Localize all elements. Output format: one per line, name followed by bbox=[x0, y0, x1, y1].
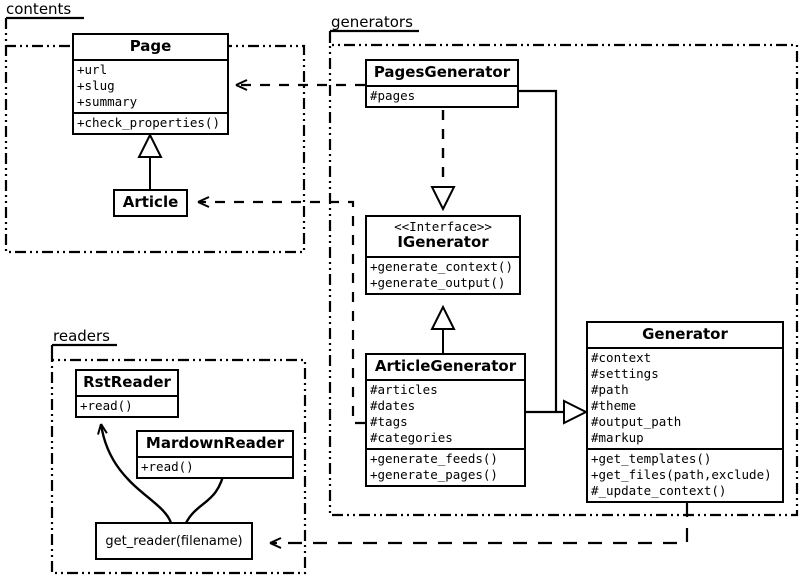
class-methods-igenerator: +generate_context() +generate_output() bbox=[367, 258, 519, 293]
package-border-readers bbox=[50, 343, 307, 575]
class-methods-page: +check_properties() bbox=[74, 114, 227, 133]
class-separator bbox=[367, 255, 519, 258]
attribute-row: +url bbox=[77, 62, 108, 78]
attribute-row: #articles bbox=[370, 382, 438, 398]
package-label-generators: generators bbox=[331, 13, 413, 31]
class-name-pagesgenerator: PagesGenerator bbox=[373, 63, 511, 81]
method-row: +read() bbox=[80, 398, 133, 414]
class-name-article: Article bbox=[122, 193, 179, 211]
class-box-mardownreader[interactable]: MardownReader +read() bbox=[136, 430, 294, 480]
relation-articlegenerator-depends-article bbox=[197, 196, 365, 425]
attribute-row: #path bbox=[591, 382, 629, 398]
class-separator bbox=[367, 379, 524, 382]
attribute-row: #output_path bbox=[591, 414, 682, 430]
class-name-generator: Generator bbox=[642, 325, 728, 343]
attribute-row: #theme bbox=[591, 398, 637, 414]
attribute-row: #pages bbox=[370, 88, 416, 104]
class-box-rstreader[interactable]: RstReader +read() bbox=[75, 369, 179, 419]
method-row: +get_templates() bbox=[591, 451, 712, 467]
function-box-get-reader[interactable]: get_reader(filename) bbox=[95, 522, 253, 560]
attribute-row: #tags bbox=[370, 414, 408, 430]
method-row: +check_properties() bbox=[77, 115, 220, 131]
class-separator bbox=[138, 456, 292, 459]
relation-getreader-creates-rstreader bbox=[97, 423, 173, 524]
relation-articlegenerator-generalizes-igenerator bbox=[430, 304, 456, 355]
class-box-page[interactable]: Page +url +slug +summary +check_properti… bbox=[72, 33, 229, 136]
attribute-row: #dates bbox=[370, 398, 416, 414]
class-attributes-page: +url +slug +summary bbox=[74, 61, 227, 112]
method-row: +read() bbox=[141, 459, 194, 475]
class-box-article[interactable]: Article bbox=[113, 189, 188, 218]
class-separator bbox=[588, 448, 782, 451]
package-label-contents: contents bbox=[6, 0, 72, 18]
method-row: +generate_context() bbox=[370, 258, 513, 274]
class-name-igenerator: <<Interface>> IGenerator bbox=[367, 217, 519, 256]
class-separator bbox=[74, 59, 227, 62]
class-name-text: IGenerator bbox=[397, 233, 489, 252]
method-row: #_update_context() bbox=[591, 483, 727, 499]
attribute-row: +summary bbox=[77, 94, 138, 110]
attribute-row: #settings bbox=[591, 366, 659, 382]
class-name-rstreader: RstReader bbox=[83, 373, 171, 391]
relation-article-generalizes-page bbox=[137, 132, 163, 190]
method-row: +generate_pages() bbox=[370, 467, 498, 483]
class-name-articlegenerator: ArticleGenerator bbox=[374, 357, 517, 375]
relation-pagesgenerator-realizes-igenerator bbox=[430, 110, 456, 212]
attribute-row: #context bbox=[591, 350, 652, 366]
package-border-contents bbox=[4, 16, 306, 254]
relation-generator-depends-getreader bbox=[269, 503, 689, 549]
package-border-generators bbox=[328, 29, 799, 517]
method-row: +get_files(path,exclude) bbox=[591, 467, 772, 483]
class-box-pagesgenerator[interactable]: PagesGenerator #pages bbox=[365, 59, 519, 109]
class-name-page: Page bbox=[129, 37, 172, 55]
class-methods-mardownreader: +read() bbox=[138, 458, 292, 477]
class-separator bbox=[77, 395, 177, 398]
class-separator bbox=[588, 347, 782, 350]
attribute-row: #markup bbox=[591, 430, 644, 446]
attribute-row: +slug bbox=[77, 78, 115, 94]
class-stereotype-igenerator: <<Interface>> bbox=[394, 219, 492, 234]
method-row: +generate_output() bbox=[370, 274, 506, 290]
class-box-articlegenerator[interactable]: ArticleGenerator #articles #dates #tags … bbox=[365, 353, 526, 488]
class-separator bbox=[74, 112, 227, 115]
relation-generators-generalize-generator bbox=[519, 89, 589, 425]
method-row: +generate_feeds() bbox=[370, 451, 498, 467]
class-methods-generator: +get_templates() +get_files(path,exclude… bbox=[588, 450, 782, 501]
class-attributes-generator: #context #settings #path #theme #output_… bbox=[588, 349, 782, 448]
class-methods-rstreader: +read() bbox=[77, 397, 177, 416]
class-separator bbox=[367, 85, 517, 88]
package-label-readers: readers bbox=[53, 327, 110, 345]
class-attributes-pagesgenerator: #pages bbox=[367, 87, 517, 106]
class-separator bbox=[367, 448, 524, 451]
class-box-generator[interactable]: Generator #context #settings #path #them… bbox=[586, 321, 784, 504]
class-methods-articlegenerator: +generate_feeds() +generate_pages() bbox=[367, 450, 524, 485]
class-box-igenerator[interactable]: <<Interface>> IGenerator +generate_conte… bbox=[365, 215, 521, 295]
class-attributes-articlegenerator: #articles #dates #tags #categories bbox=[367, 381, 524, 448]
class-name-mardownreader: MardownReader bbox=[145, 434, 285, 452]
attribute-row: #categories bbox=[370, 430, 453, 446]
